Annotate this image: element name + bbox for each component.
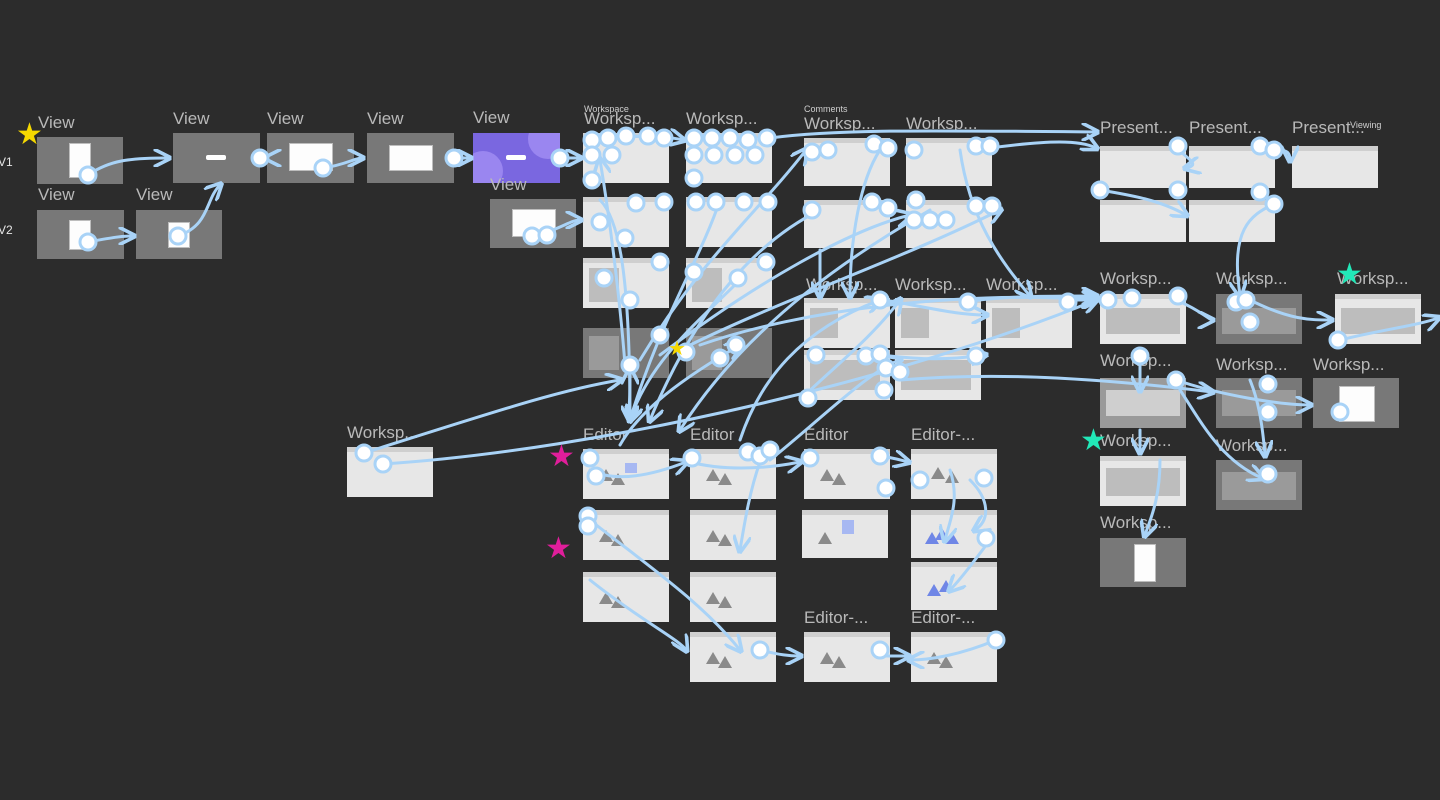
frame-title: View [173, 109, 210, 128]
star-icon[interactable]: ★ [668, 336, 686, 360]
frame-title: Present... [1292, 118, 1365, 137]
section-label-viewing: Viewing [1350, 120, 1382, 130]
frame-title: View [490, 175, 527, 194]
section-label-comments: Comments [804, 104, 848, 114]
star-icon[interactable]: ★ [548, 439, 575, 474]
frame-workspace-r7[interactable] [1100, 456, 1186, 506]
frame-present-5[interactable] [1189, 200, 1275, 242]
frame-title: Worksp... [347, 423, 419, 442]
frame-title: View [38, 185, 75, 204]
frame-title: Worksp... [906, 114, 978, 133]
frame-title: Worksp... [1100, 269, 1172, 288]
frame-present-3[interactable] [1292, 146, 1378, 188]
star-icon[interactable]: ★ [16, 117, 43, 152]
frame-title: Worksp... [804, 114, 876, 133]
frame-title: Editor [690, 425, 735, 444]
frame-editor-b3[interactable] [802, 510, 888, 558]
star-icon[interactable]: ★ [545, 531, 572, 566]
star-icon[interactable]: ★ [1080, 423, 1107, 458]
frame-title: View [136, 185, 173, 204]
section-label-workspace: Workspace [584, 104, 629, 114]
frame-title: Editor-... [804, 608, 869, 627]
frame-title: Editor-... [911, 608, 976, 627]
row-label-v1: V1 [0, 155, 13, 169]
frame-title: View [473, 108, 510, 127]
frame-title: Worksp... [1216, 355, 1288, 374]
frame-title: View [367, 109, 404, 128]
frame-editor-d4[interactable] [911, 632, 997, 682]
frame-title: Present... [1189, 118, 1262, 137]
frame-title: Editor [804, 425, 849, 444]
star-icon[interactable]: ★ [1336, 257, 1363, 292]
frame-workspace-r3[interactable] [1335, 294, 1421, 344]
frame-title: Worksp... [895, 275, 967, 294]
frame-view-5-highlighted[interactable] [473, 133, 560, 183]
frame-title: Editor-... [911, 425, 976, 444]
frame-editor-b1[interactable] [583, 510, 669, 560]
frame-title: Present... [1100, 118, 1173, 137]
frame-workspace-r9[interactable] [1100, 538, 1186, 587]
frame-title: View [38, 113, 75, 132]
row-label-v2: V2 [0, 223, 13, 237]
frame-view-2[interactable] [173, 133, 260, 183]
frame-workspace-e3[interactable] [986, 298, 1072, 348]
frame-title: Worksp... [1337, 269, 1409, 288]
frame-view-4[interactable] [367, 133, 454, 183]
frame-present-4[interactable] [1100, 200, 1186, 242]
frame-title: Worksp... [584, 109, 656, 128]
frame-title: View [267, 109, 304, 128]
frame-title: Worksp... [1313, 355, 1385, 374]
frame-title: Worksp... [686, 109, 758, 128]
